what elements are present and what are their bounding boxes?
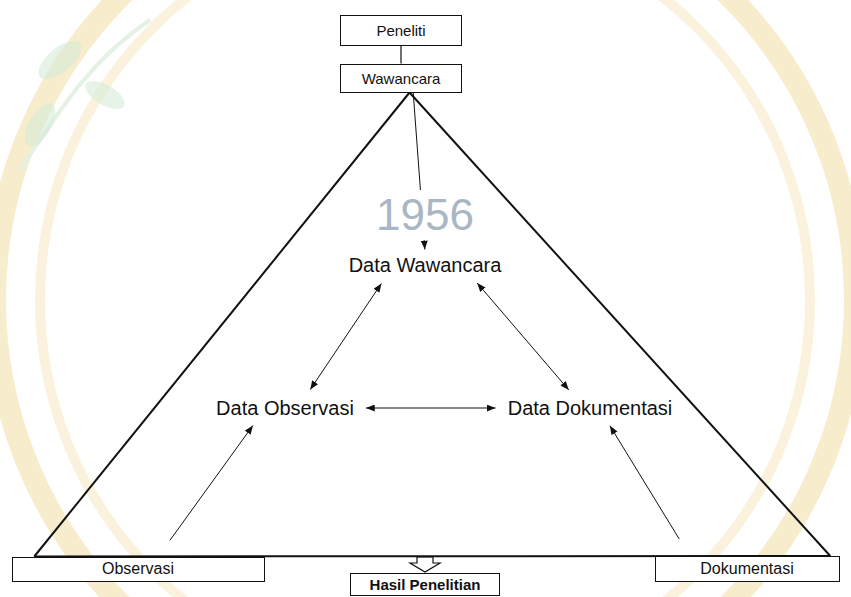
watermark-branch — [20, 20, 150, 170]
node-text: Data Wawancara — [349, 254, 502, 277]
connector — [400, 46, 401, 64]
node-text: Wawancara — [362, 70, 441, 87]
watermark-leaf — [81, 75, 129, 114]
watermark-leaf — [18, 99, 61, 152]
method-box: Wawancara — [340, 64, 462, 93]
watermark-text: 1956 — [372, 190, 478, 240]
method-box: Dokumentasi — [655, 556, 840, 582]
actor-box: Peneliti — [340, 15, 462, 46]
node-text: Peneliti — [376, 22, 425, 39]
connector — [610, 426, 679, 539]
data-label: Data Observasi — [212, 395, 358, 422]
method-box: Observasi — [12, 557, 265, 582]
connector — [410, 93, 831, 557]
node-text: Hasil Penelitian — [370, 576, 481, 593]
node-text: Dokumentasi — [700, 560, 793, 578]
connector — [477, 283, 569, 390]
hollow-arrow — [410, 557, 440, 572]
result-box: Hasil Penelitian — [350, 573, 500, 596]
data-label: Data Wawancara — [345, 252, 506, 279]
node-text: Data Observasi — [216, 397, 354, 420]
node-text: Data Dokumentasi — [508, 397, 673, 420]
connector — [170, 426, 253, 541]
connector — [366, 408, 496, 409]
node-text: Observasi — [102, 560, 174, 578]
data-label: Data Dokumentasi — [504, 395, 677, 422]
connector — [310, 283, 381, 389]
watermark-ring — [40, 0, 810, 597]
connector — [34, 93, 409, 557]
watermark-leaf — [32, 34, 87, 86]
